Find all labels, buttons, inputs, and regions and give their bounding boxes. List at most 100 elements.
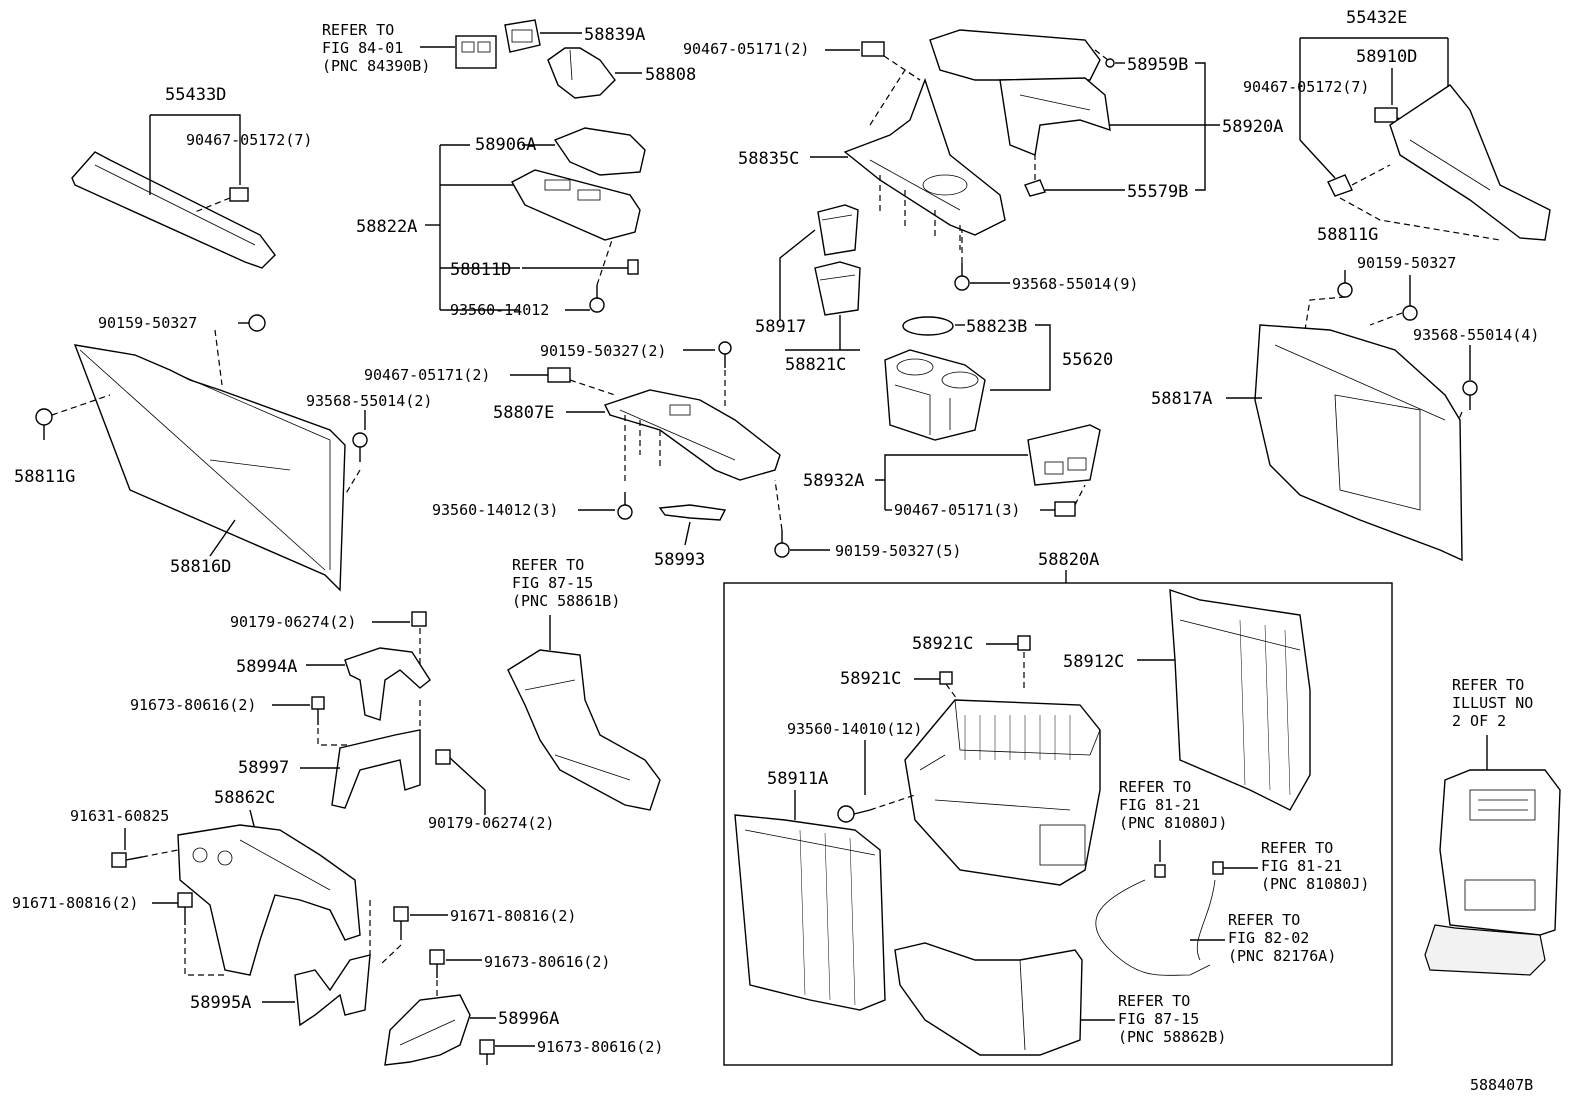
label-58816d: 58816D	[170, 557, 231, 577]
label-refer-to-g: REFER TO	[1452, 676, 1524, 694]
label-fig-87-15: FIG 87-15	[512, 574, 593, 592]
part-58912c-panel	[1169, 589, 1311, 811]
label-91671-80816-2-b: 91671-80816(2)	[450, 907, 576, 925]
label-58906a: 58906A	[475, 135, 536, 155]
label-refer-to-e: REFER TO	[1261, 839, 1333, 857]
label-refer-to-d: REFER TO	[1119, 778, 1191, 796]
connector-icon	[1212, 861, 1224, 875]
part-58917-pad	[817, 204, 859, 256]
label-58912c: 58912C	[1063, 652, 1124, 672]
screw-icon	[718, 341, 732, 368]
label-90159-50327-5: 90159-50327(5)	[835, 542, 961, 560]
label-93560-14010-12: 93560-14010(12)	[787, 720, 922, 738]
clip-icon	[1105, 58, 1115, 68]
label-fig-81-21: FIG 81-21	[1119, 796, 1200, 814]
label-58910d: 58910D	[1356, 47, 1417, 67]
label-2-of-2: 2 OF 2	[1452, 712, 1506, 730]
screw-icon	[238, 314, 266, 332]
clip-icon	[547, 367, 571, 383]
label-90467-05171-2-b: 90467-05171(2)	[683, 40, 809, 58]
part-55620-cupholder	[884, 349, 986, 441]
label-90467-05172-7: 90467-05172(7)	[186, 131, 312, 149]
bolt-icon	[393, 906, 409, 940]
label-90467-05171-3: 90467-05171(3)	[894, 501, 1020, 519]
label-58932a: 58932A	[803, 471, 864, 491]
part-58835c-console	[843, 77, 1006, 236]
clip-icon	[229, 187, 249, 202]
label-58997: 58997	[238, 758, 289, 778]
screw-icon	[774, 530, 790, 558]
part-55433d-trim	[71, 151, 276, 269]
label-58807e: 58807E	[493, 403, 554, 423]
part-58932a-panel	[1027, 424, 1101, 486]
label-pnc-84390b: (PNC 84390B)	[322, 57, 430, 75]
clip-icon	[1327, 174, 1353, 197]
label-90179-06274-2: 90179-06274(2)	[230, 613, 356, 631]
screw-icon	[837, 805, 871, 823]
part-58816d-panel	[73, 344, 346, 592]
clip-icon	[1054, 501, 1076, 517]
label-refer-to: REFER TO	[322, 21, 394, 39]
label-fig-87-15-b: FIG 87-15	[1118, 1010, 1199, 1028]
clip-icon	[861, 41, 885, 57]
screw-icon	[954, 263, 970, 291]
label-refer-to-c: REFER TO	[1118, 992, 1190, 1010]
label-refer-to-b: REFER TO	[512, 556, 584, 574]
label-58823b: 58823B	[966, 317, 1027, 337]
connector-icon	[1154, 864, 1166, 878]
part-58906a-lid	[553, 127, 646, 176]
part-58996a-bracket	[384, 994, 471, 1066]
diagram-id: 588407B	[1470, 1076, 1533, 1094]
label-90159-50327-b: 90159-50327	[1357, 254, 1456, 272]
label-93568-55014-2: 93568-55014(2)	[306, 392, 432, 410]
label-pnc-81080j: (PNC 81080J)	[1119, 814, 1227, 832]
label-93568-55014-9: 93568-55014(9)	[1012, 275, 1138, 293]
part-58808-boot	[547, 47, 616, 99]
label-58862c: 58862C	[214, 788, 275, 808]
part-58817a-panel	[1254, 324, 1463, 562]
part-58821c-box	[814, 261, 861, 316]
label-58959b: 58959B	[1127, 55, 1188, 75]
label-pnc-82176a: (PNC 82176A)	[1228, 947, 1336, 965]
label-55433d: 55433D	[165, 85, 226, 105]
label-58921c-a: 58921C	[912, 634, 973, 654]
part-58993-bracket	[658, 504, 727, 521]
label-93560-14012-3: 93560-14012(3)	[432, 501, 558, 519]
clip-icon	[627, 259, 639, 275]
label-90179-06274-2-b: 90179-06274(2)	[428, 814, 554, 832]
part-console-box-body	[904, 699, 1101, 886]
part-58995a-bracket	[294, 954, 371, 1027]
part-58807e-bracket	[604, 389, 781, 481]
screw-icon	[1462, 380, 1478, 410]
label-55579b: 55579B	[1127, 182, 1188, 202]
label-fig-84-01: FIG 84-01	[322, 39, 403, 57]
label-58995a: 58995A	[190, 993, 251, 1013]
part-switch-block	[455, 35, 497, 69]
label-58835c: 58835C	[738, 149, 799, 169]
nut-icon	[411, 611, 427, 627]
nut-icon	[435, 749, 451, 765]
screw-icon	[617, 492, 633, 520]
part-58822a-tray	[511, 169, 641, 241]
label-90467-05172-7-b: 90467-05172(7)	[1243, 78, 1369, 96]
label-58820a: 58820A	[1038, 550, 1099, 570]
part-58920a-hinge	[999, 77, 1111, 156]
part-58839a	[504, 19, 541, 53]
label-58811g-b: 58811G	[1317, 225, 1378, 245]
label-58811g: 58811G	[14, 467, 75, 487]
bolt-icon	[429, 949, 445, 978]
label-fig-81-21-b: FIG 81-21	[1261, 857, 1342, 875]
assembly-box-58820a	[723, 582, 1393, 1066]
part-58823b-ring	[902, 316, 954, 336]
label-pnc-81080j-b: (PNC 81080J)	[1261, 875, 1369, 893]
clip-icon	[1374, 107, 1398, 123]
clip-icon	[35, 408, 53, 440]
label-90159-50327-2: 90159-50327(2)	[540, 342, 666, 360]
label-58808: 58808	[645, 65, 696, 85]
label-55620: 55620	[1062, 350, 1113, 370]
part-58994a-bracket	[344, 647, 431, 721]
screw-icon	[352, 432, 368, 462]
clip-icon	[939, 671, 953, 685]
label-91673-80616-2-b: 91673-80616(2)	[484, 953, 610, 971]
